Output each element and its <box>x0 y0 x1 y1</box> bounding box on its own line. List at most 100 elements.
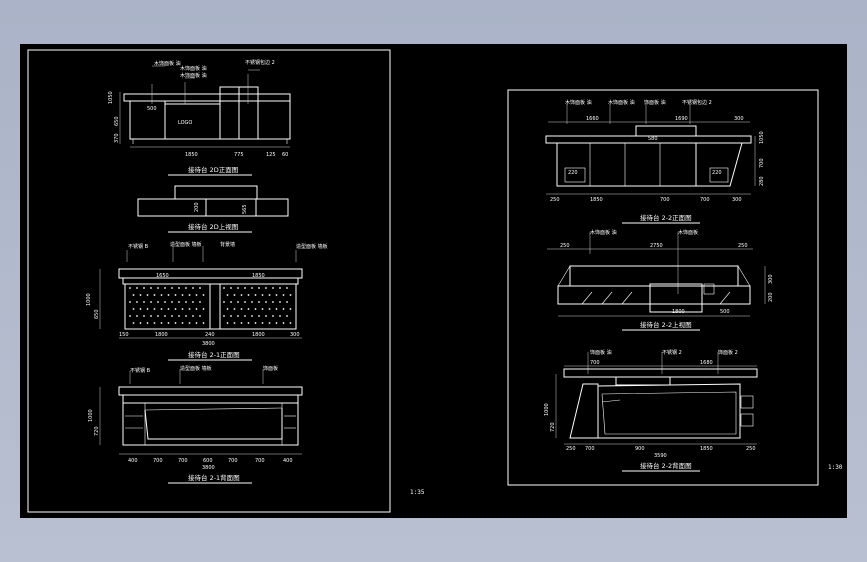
dim-rtt1: 2750 <box>650 243 663 249</box>
caption-right-back-view: 接待台 2-2背面图 <box>640 461 692 470</box>
panel-dot <box>247 294 250 296</box>
panel-dot <box>153 294 156 296</box>
perforated-panel-right <box>223 287 292 324</box>
panel-dot <box>258 301 260 303</box>
panel-dot <box>192 287 194 289</box>
panel-dot <box>230 301 232 303</box>
right-back-view: 饰面板 油 不锈钢 2 饰面板 2 700 1680 250 700 900 1… <box>544 349 758 472</box>
label-r1: 220 <box>568 170 578 176</box>
height-rb0: 1000 <box>544 403 550 416</box>
panel-dot <box>188 308 191 310</box>
dim-r3: 700 <box>700 197 710 203</box>
caption-front-view-b: 接待台 2-1正面图 <box>188 350 240 359</box>
callout-b0: 不锈钢 B <box>128 243 149 250</box>
panel-dot <box>132 294 135 296</box>
panel-dot <box>160 294 163 296</box>
callout-bb1: 造型面板 墙板 <box>180 365 212 372</box>
panel-dot <box>164 287 166 289</box>
dim-bb2: 700 <box>178 458 188 464</box>
panel-dot <box>251 315 253 317</box>
dim-b4: 300 <box>290 332 300 338</box>
dim-rb3: 1850 <box>700 446 713 452</box>
panel-dot <box>230 287 232 289</box>
panel-dot <box>139 294 142 296</box>
dim-r4: 300 <box>732 197 742 203</box>
panel-dot <box>171 315 173 317</box>
panel-dot <box>160 308 163 310</box>
panel-dot <box>233 322 236 324</box>
panel-dot <box>202 308 205 310</box>
panel-dot <box>195 294 198 296</box>
dim-bt1: 1850 <box>252 273 265 279</box>
dim-rtt2: 250 <box>738 243 748 249</box>
front-view-a: 木饰面板 油 木饰面板 油 木饰面板 油 不锈钢包边 2 LOGO 500 18… <box>108 59 291 176</box>
scale-right: 1:30 <box>828 464 843 471</box>
panel-dot <box>129 301 131 303</box>
panel-dot <box>136 301 138 303</box>
panel-dot <box>143 287 145 289</box>
top-view-a: 200 565 接待台 2D上视图 <box>137 185 289 233</box>
panel-dot <box>265 301 267 303</box>
panel-dot <box>178 315 180 317</box>
panel-dot <box>237 287 239 289</box>
panel-dot <box>272 301 274 303</box>
panel-dot <box>146 322 149 324</box>
panel-dot <box>199 301 201 303</box>
height-a0: 1050 <box>108 91 114 104</box>
dim-bb3: 600 <box>203 458 213 464</box>
panel-dot <box>143 315 145 317</box>
left-sheet-border <box>27 49 391 513</box>
panel-dot <box>185 315 187 317</box>
height-rt1: 200 <box>768 292 774 302</box>
dim-rb2: 900 <box>635 446 645 452</box>
height-a2: 370 <box>114 133 120 143</box>
dim-bb0: 400 <box>128 458 138 464</box>
panel-dot <box>171 301 173 303</box>
dim-bb6: 400 <box>283 458 293 464</box>
panel-dot <box>185 301 187 303</box>
cad-drawing-canvas[interactable]: 木饰面板 油 木饰面板 油 木饰面板 油 不锈钢包边 2 LOGO 500 18… <box>20 44 847 518</box>
panel-dot <box>139 308 142 310</box>
callout-r1: 木饰面板 油 <box>608 99 635 106</box>
panel-dot <box>167 322 170 324</box>
panel-dot <box>164 315 166 317</box>
panel-dot <box>171 287 173 289</box>
panel-dot <box>167 308 170 310</box>
panel-dot <box>244 287 246 289</box>
callout-r0: 木饰面板 油 <box>565 99 592 106</box>
height-rb1: 720 <box>550 422 556 432</box>
panel-dot <box>136 315 138 317</box>
panel-dot <box>181 308 184 310</box>
dim-b2: 240 <box>205 332 215 338</box>
panel-dot <box>129 315 131 317</box>
dim-bb-total: 3800 <box>202 465 215 471</box>
dim-rt0: 1660 <box>586 116 599 122</box>
panel-dot <box>157 315 159 317</box>
panel-dot <box>178 287 180 289</box>
panel-dot <box>202 294 205 296</box>
dim-b-total: 3800 <box>202 341 215 347</box>
caption-back-view-b: 接待台 2-1背面图 <box>188 473 240 482</box>
dim-rtv1: 500 <box>720 309 730 315</box>
panel-dot <box>268 322 271 324</box>
panel-dot <box>150 301 152 303</box>
panel-dot <box>233 308 236 310</box>
panel-dot <box>167 294 170 296</box>
dim-rb-total: 3590 <box>654 453 667 459</box>
panel-dot <box>223 301 225 303</box>
callout-r2: 饰面板 油 <box>644 99 666 106</box>
panel-dot <box>150 287 152 289</box>
label-r2: 220 <box>712 170 722 176</box>
height-r1: 700 <box>759 158 765 168</box>
panel-dot <box>150 315 152 317</box>
panel-dot <box>192 301 194 303</box>
panel-dot <box>251 287 253 289</box>
height-rt0: 300 <box>768 274 774 284</box>
dim-rtt0: 250 <box>560 243 570 249</box>
dim-a1: 1850 <box>185 152 198 158</box>
panel-dot <box>146 308 149 310</box>
dim-rb4: 250 <box>746 446 756 452</box>
panel-dot <box>129 287 131 289</box>
panel-dot <box>237 315 239 317</box>
panel-dot <box>223 315 225 317</box>
